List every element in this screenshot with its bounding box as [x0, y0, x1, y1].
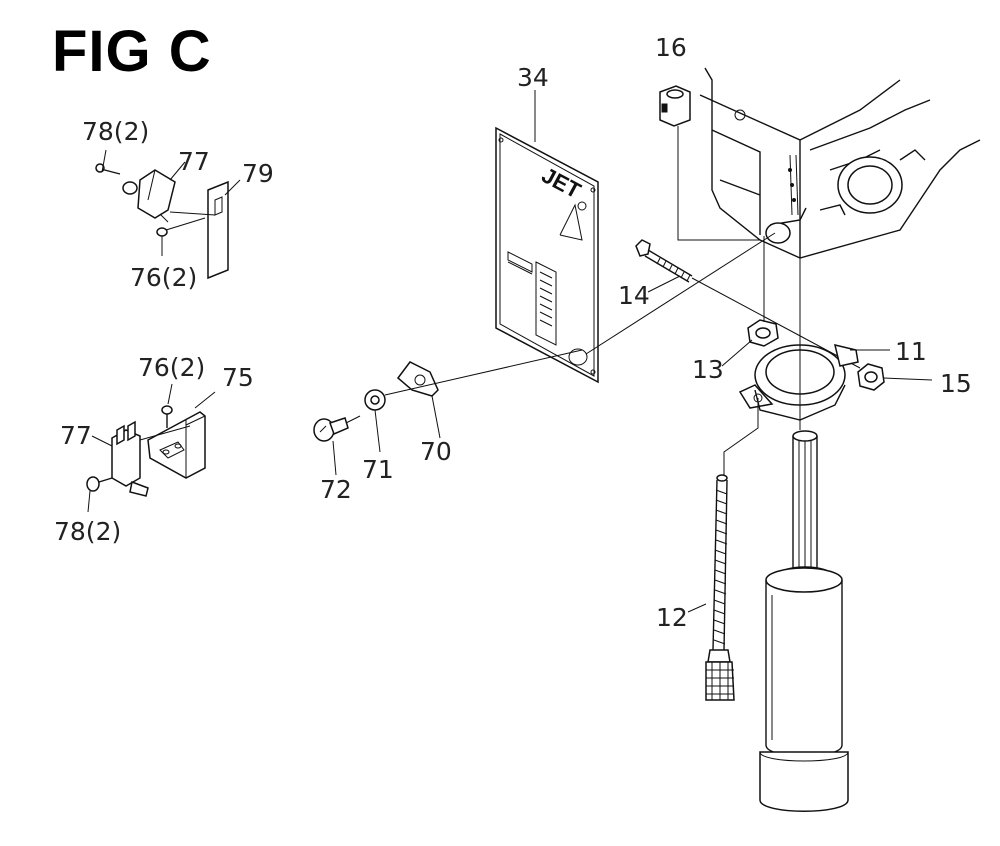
- part-70: [384, 349, 583, 439]
- callout-11: 11: [895, 337, 927, 366]
- part-72-screw: [313, 415, 361, 476]
- callout-70: 70: [420, 437, 452, 466]
- callout-77-lower: 77: [60, 421, 92, 450]
- part-14-bolt: [635, 239, 861, 369]
- part-71-washer: [364, 389, 386, 453]
- part-34-plate: JET: [495, 126, 776, 384]
- callout-12: 12: [656, 603, 688, 632]
- callout-14: 14: [618, 281, 650, 310]
- part-15-nut: [857, 363, 933, 391]
- callout-79: 79: [242, 159, 274, 188]
- callout-15: 15: [940, 369, 972, 398]
- callout-78-lower: 78(2): [54, 517, 121, 546]
- part-11-collar: [738, 240, 890, 430]
- switch-assembly-lower: [86, 383, 216, 513]
- callout-77-upper: 77: [178, 147, 210, 176]
- part-13-nut: [747, 236, 779, 347]
- callout-16: 16: [655, 33, 687, 62]
- callout-13: 13: [692, 355, 724, 384]
- callout-75: 75: [222, 363, 254, 392]
- callout-34: 34: [517, 63, 549, 92]
- head-casting: [699, 67, 981, 259]
- part-12-rod: [687, 398, 759, 701]
- figure-title: FIG C: [52, 19, 212, 84]
- callout-76-upper: 76(2): [130, 263, 197, 292]
- switch-assembly-upper: [95, 149, 241, 280]
- callout-76-lower: 76(2): [138, 353, 205, 382]
- quill-assembly: [759, 430, 849, 812]
- callout-72: 72: [320, 475, 352, 504]
- callout-71: 71: [362, 455, 394, 484]
- callout-78-upper: 78(2): [82, 117, 149, 146]
- part-16-block: [659, 85, 760, 241]
